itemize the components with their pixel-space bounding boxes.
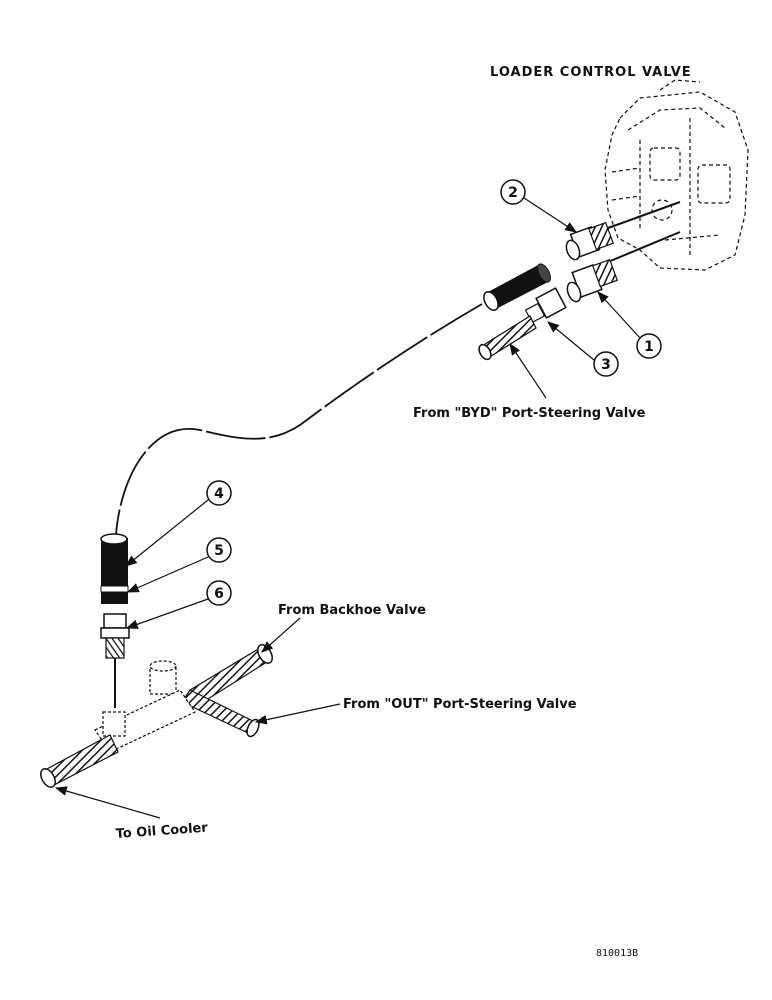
- port-line-lower: [607, 231, 681, 263]
- backhoe-leader: [261, 617, 301, 653]
- byd-port-label: From "BYD" Port-Steering Valve: [413, 406, 646, 421]
- hose-4: [100, 533, 128, 592]
- fitting-2: [565, 221, 614, 261]
- callout-5-number: 5: [214, 543, 224, 559]
- fitting-3: [478, 287, 567, 361]
- callout-4: 4: [125, 480, 232, 567]
- callout-1: 1: [597, 291, 662, 359]
- callout-6: 6: [125, 580, 232, 629]
- callout-4-number: 4: [214, 486, 224, 502]
- tee-assembly: [40, 644, 273, 788]
- oil-cooler-label: To Oil Cooler: [115, 821, 209, 842]
- callout-5: 5: [126, 537, 232, 593]
- out-port-label: From "OUT" Port-Steering Valve: [343, 697, 577, 712]
- callout-3-number: 3: [601, 357, 611, 373]
- loader-control-valve: [604, 79, 749, 271]
- callout-2-number: 2: [508, 185, 518, 201]
- callout-6-number: 6: [214, 586, 224, 602]
- byd-leader: [509, 343, 547, 399]
- out-port-leader: [254, 703, 341, 725]
- fitting-6: [100, 613, 130, 708]
- callout-1-number: 1: [644, 339, 654, 355]
- port-line-upper: [607, 201, 681, 229]
- hose-main-upper: [483, 263, 551, 312]
- callout-3: 3: [547, 321, 619, 377]
- figure-id: 810013B: [596, 948, 638, 959]
- fitting-1: [566, 258, 618, 303]
- callout-2: 2: [500, 179, 578, 233]
- loader-control-valve-label: LOADER CONTROL VALVE: [490, 65, 692, 80]
- clamp-5: [100, 585, 129, 604]
- backhoe-valve-label: From Backhoe Valve: [278, 603, 426, 618]
- oil-cooler-leader: [54, 786, 161, 819]
- tube-line: [115, 303, 483, 536]
